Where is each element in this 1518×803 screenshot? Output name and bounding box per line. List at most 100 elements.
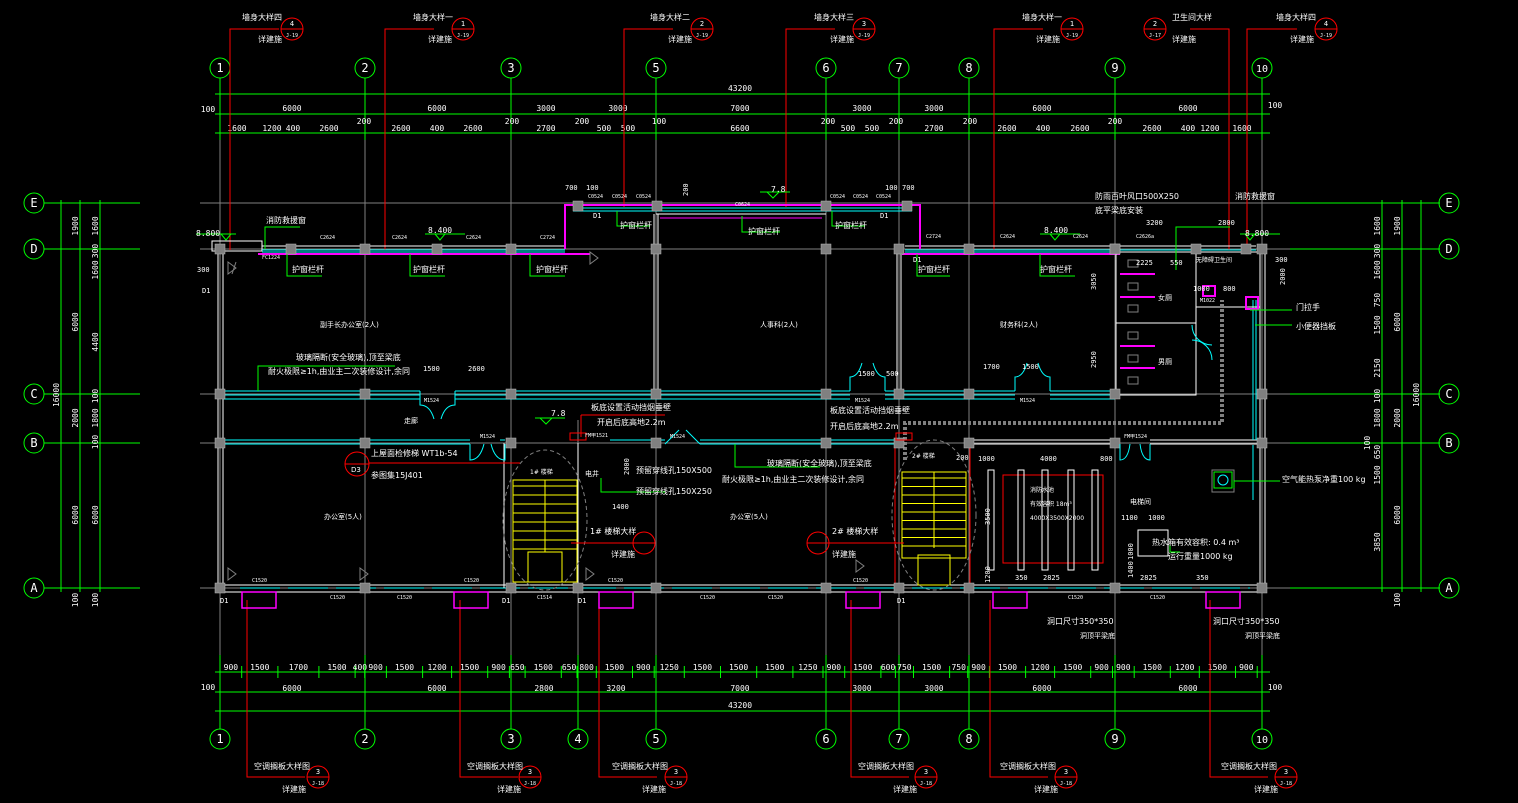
dim-text: 4400: [91, 332, 100, 351]
dim-text: 1500: [729, 663, 748, 672]
axis-label: D: [1445, 242, 1452, 256]
axis-label: 4: [574, 732, 581, 746]
dim-text: 1700: [983, 363, 1000, 371]
dim-text: 900: [636, 663, 651, 672]
room-label: 办公室(5人): [730, 512, 768, 521]
callout-note: 详建施: [428, 34, 452, 44]
fire-water-tank: [1002, 474, 1104, 564]
dim-text: 2700: [536, 124, 555, 133]
dim-text: 800: [1100, 455, 1113, 463]
dim-text: 2000: [71, 408, 80, 427]
dim-text: 200: [1108, 117, 1123, 126]
bottom-callout-leaders: [246, 600, 1268, 778]
door-tag: M1524: [424, 398, 439, 404]
callout-number: 1: [461, 20, 465, 28]
axis-label: C: [1445, 387, 1452, 401]
window-tag: C2624: [466, 235, 481, 241]
callout-note: 详建施: [830, 34, 854, 44]
axis-label: 6: [822, 61, 829, 75]
axis-label: A: [30, 581, 38, 595]
elevation-text: 8.400: [1044, 226, 1068, 235]
window-tag: C1520: [700, 595, 715, 601]
stair-callouts: [569, 414, 913, 555]
dim-text: 3000: [852, 684, 871, 693]
dim-text: 100: [91, 435, 100, 450]
note: 预留穿线孔150X500: [636, 465, 712, 475]
window-tags: C2624 C2624 C2624 C2724 C0524 C0524 C052…: [252, 194, 1215, 601]
callout-number: 3: [316, 768, 320, 776]
dim-text: 1600: [227, 124, 246, 133]
axis-label: E: [30, 196, 37, 210]
window-tag: C1520: [464, 578, 479, 584]
dim-text: 2950: [1090, 351, 1098, 368]
column: [214, 243, 226, 255]
note: 参图集15J401: [371, 470, 423, 480]
window-tag: C2626a: [1136, 234, 1154, 240]
callout-number: 3: [1284, 768, 1288, 776]
column: [1256, 437, 1268, 449]
dim-text: 3050: [1090, 273, 1098, 290]
callout-note: 详建施: [497, 784, 521, 794]
dim-text: 300: [1373, 244, 1382, 259]
column: [572, 582, 584, 594]
window-tag: C2624: [392, 235, 407, 241]
column: [572, 200, 584, 212]
door-tag: M1524: [670, 434, 685, 440]
door-fm1524: [1119, 443, 1151, 461]
dim-text: 2825: [1140, 574, 1157, 582]
d1-label: D1: [202, 287, 210, 295]
note: 玻璃隔断(安全玻璃),顶至梁底: [296, 352, 401, 362]
callout-note: 详建施: [1254, 784, 1278, 794]
annotations: 消防救援窗 消防救援窗 护窗栏杆 护窗栏杆 护窗栏杆 护窗栏杆 护窗栏杆 护窗栏…: [266, 191, 1366, 640]
dim-text: 2825: [1043, 574, 1060, 582]
dim-text: 2600: [1070, 124, 1089, 133]
dim-text: 900: [491, 663, 506, 672]
note: 消防救援窗: [1235, 191, 1275, 201]
dim-text: 16000: [1412, 383, 1421, 407]
callout-number: 4: [1324, 20, 1328, 28]
dim-text: 900: [224, 663, 239, 672]
column: [820, 437, 832, 449]
note: 护窗栏杆: [918, 264, 950, 274]
dim-text: 1500: [605, 663, 624, 672]
column: [893, 243, 905, 255]
callout-number: 3: [528, 768, 532, 776]
callout-sheet: J-17: [1149, 33, 1161, 39]
axis-label: 1: [216, 61, 223, 75]
window-tag: C1520: [397, 595, 412, 601]
dim-text: 1500: [1063, 663, 1082, 672]
dim-text: 3000: [924, 104, 943, 113]
column: [1190, 243, 1202, 255]
callout-sheet: J-19: [286, 33, 298, 39]
callout-number: 4: [290, 20, 294, 28]
dim-text: 200: [889, 117, 904, 126]
structural-gridlines: [200, 100, 1290, 670]
dim-text: 2800: [534, 684, 553, 693]
dim-text: 1000: [1127, 543, 1135, 560]
column: [214, 582, 226, 594]
note: 消防水池: [1030, 486, 1054, 494]
window-tag: C0524: [636, 194, 651, 200]
room-label: 男厕: [1158, 358, 1172, 366]
axis-label: 2: [361, 732, 368, 746]
column: [1109, 388, 1121, 400]
callout-number: 3: [924, 768, 928, 776]
note: 耐火极限≥1h,由业主二次装修设计,余同: [722, 474, 864, 484]
dim-text: 4000: [1040, 455, 1057, 463]
dim-text: 3000: [536, 104, 555, 113]
dim-text: 3500: [984, 508, 992, 525]
bottom-dimension-text: 43200 100 100 6000 6000 2800 3200 7000 3…: [201, 683, 1283, 710]
d1-label: D1: [220, 597, 228, 605]
column: [359, 243, 371, 255]
dim-text: 1500: [460, 663, 479, 672]
dim-text: 100: [1393, 593, 1402, 608]
axis-label: 5: [652, 61, 659, 75]
callout-number: 1: [1070, 20, 1074, 28]
column: [893, 437, 905, 449]
window-tag: C1520: [768, 595, 783, 601]
